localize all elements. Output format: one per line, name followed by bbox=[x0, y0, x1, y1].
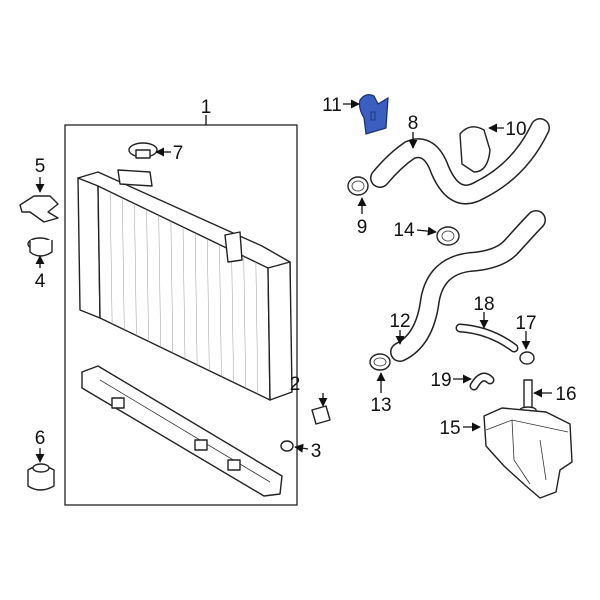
radiator-fin-line bbox=[146, 209, 149, 342]
callout-19[interactable]: 19 bbox=[430, 370, 451, 391]
callout-18[interactable]: 18 bbox=[473, 294, 494, 315]
hose-bracket[interactable] bbox=[459, 126, 491, 173]
radiator-fin-line bbox=[170, 221, 174, 354]
lower-hose-clamp[interactable] bbox=[436, 226, 460, 246]
callout-8[interactable]: 8 bbox=[408, 113, 419, 134]
radiator-fin-line bbox=[182, 226, 186, 360]
radiator-fin-line bbox=[219, 244, 222, 377]
hose-bracket-highlighted[interactable] bbox=[358, 94, 389, 135]
callout-4[interactable]: 4 bbox=[35, 271, 46, 292]
reservoir-cap[interactable] bbox=[519, 379, 537, 414]
radiator[interactable] bbox=[77, 169, 293, 401]
radiator-fin-line bbox=[255, 262, 259, 395]
callout-11[interactable]: 11 bbox=[322, 95, 342, 116]
radiator-fin-line bbox=[243, 256, 246, 389]
callout-3[interactable]: 3 bbox=[311, 441, 322, 462]
radiator-fin-line bbox=[231, 250, 234, 383]
radiator-fin-line bbox=[122, 197, 125, 330]
callout-2[interactable]: 2 bbox=[290, 374, 301, 395]
radiator-lower-support[interactable] bbox=[81, 365, 283, 497]
callout-5[interactable]: 5 bbox=[35, 156, 46, 177]
radiator-cap[interactable] bbox=[128, 142, 158, 159]
bracket-slot bbox=[370, 111, 376, 121]
callout-14[interactable]: 14 bbox=[393, 220, 415, 241]
lower-hose-clamp-2[interactable] bbox=[369, 353, 391, 371]
callout-13[interactable]: 13 bbox=[370, 395, 391, 416]
overflow-hose[interactable] bbox=[469, 372, 495, 391]
radiator-assembly-box bbox=[64, 124, 298, 506]
callout-15[interactable]: 15 bbox=[439, 418, 460, 439]
radiator-fin-line bbox=[134, 203, 137, 336]
upper-hose-clamp[interactable] bbox=[347, 176, 369, 196]
lower-insulator[interactable] bbox=[27, 463, 55, 491]
callout-10[interactable]: 10 bbox=[505, 119, 526, 140]
drain-plug[interactable] bbox=[311, 405, 331, 425]
lower-radiator-hose[interactable] bbox=[390, 210, 546, 362]
callout-1[interactable]: 1 bbox=[201, 97, 212, 118]
callout-16[interactable]: 16 bbox=[555, 384, 576, 405]
callout-17[interactable]: 17 bbox=[515, 313, 536, 334]
coolant-reservoir[interactable] bbox=[483, 407, 573, 499]
mount-bracket[interactable] bbox=[19, 195, 59, 223]
radiator-fin-line bbox=[207, 238, 210, 371]
reservoir-hose[interactable] bbox=[455, 323, 519, 353]
callout-9[interactable]: 9 bbox=[357, 217, 368, 238]
callout-6[interactable]: 6 bbox=[35, 428, 46, 449]
radiator-fin-line bbox=[109, 191, 113, 324]
upper-radiator-hose[interactable] bbox=[370, 118, 550, 205]
drain-plug-gasket[interactable] bbox=[280, 440, 294, 452]
radiator-fin-line bbox=[194, 232, 198, 365]
reservoir-hose-clamp[interactable] bbox=[519, 351, 535, 365]
radiator-fin-line bbox=[158, 215, 161, 348]
callout-leaders bbox=[35, 99, 552, 463]
callout-12[interactable]: 12 bbox=[389, 311, 410, 332]
upper-insulator[interactable] bbox=[27, 237, 53, 257]
callout-7[interactable]: 7 bbox=[173, 143, 184, 164]
